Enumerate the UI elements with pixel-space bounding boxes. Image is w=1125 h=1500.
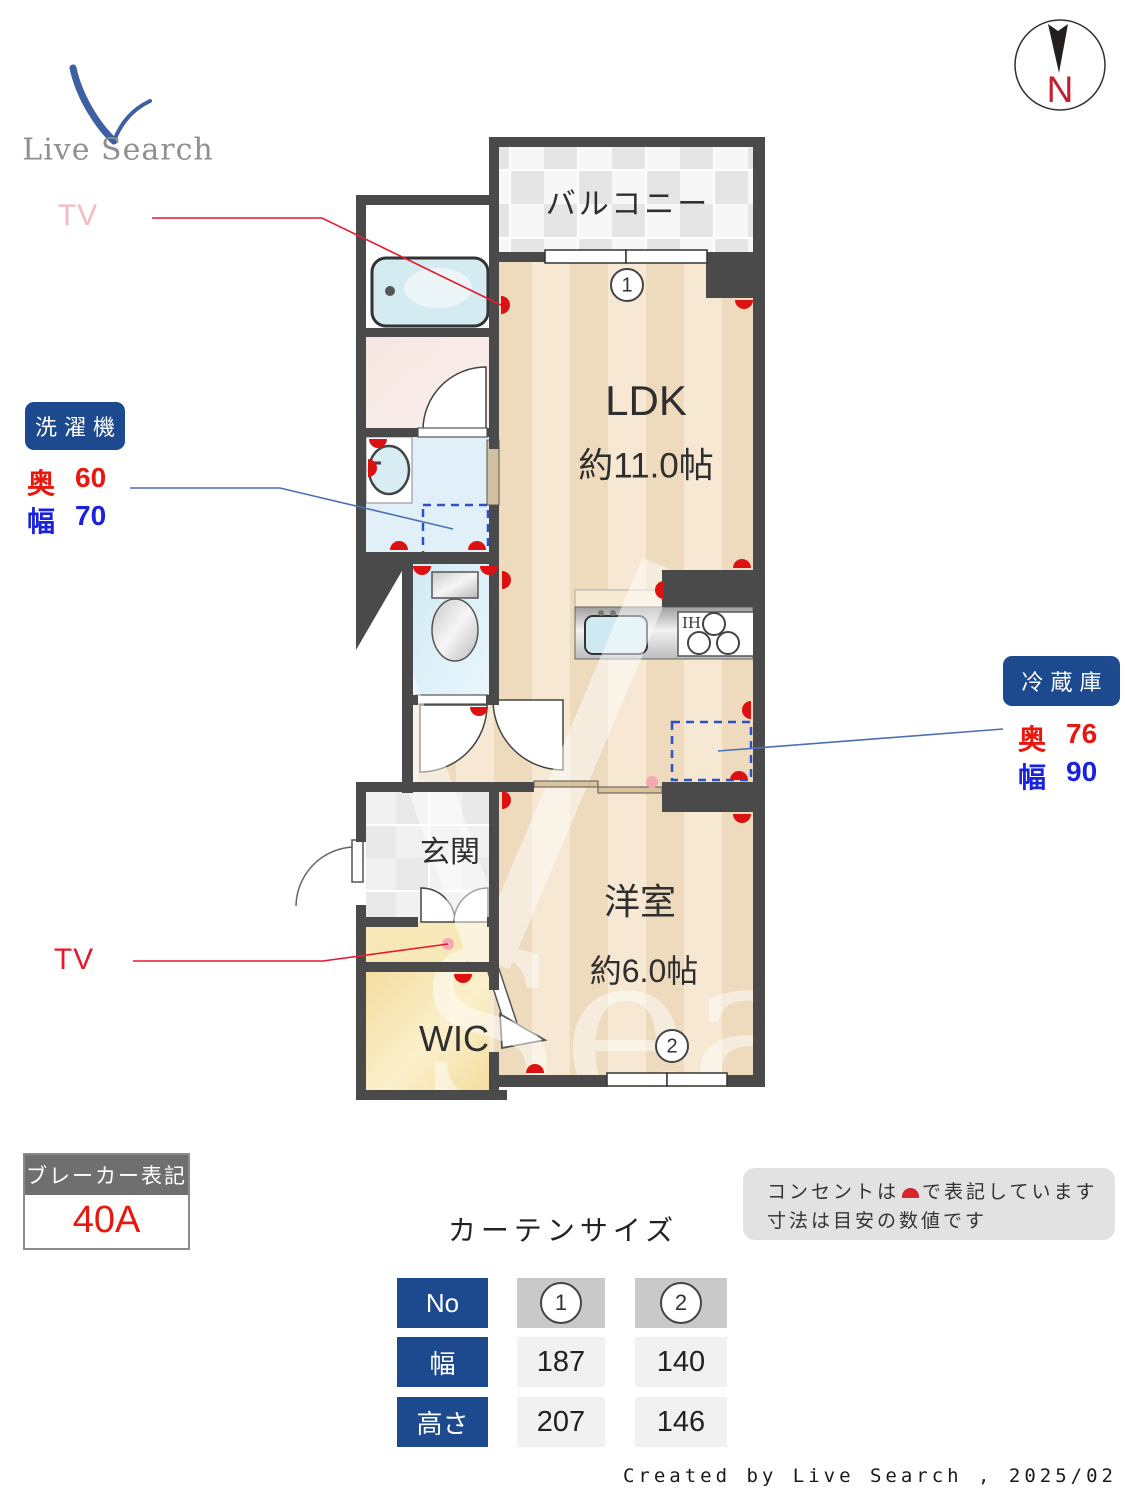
logo-text: Live Search (22, 132, 214, 168)
window-marker-2 (655, 1029, 689, 1063)
balcony-window (544, 249, 627, 264)
faucet-dot (598, 610, 604, 616)
balcony-floor (495, 143, 757, 255)
room-label-entrance: 玄関 (420, 836, 480, 869)
washer-width-label: 幅 (27, 506, 56, 537)
curtain-height-2: 146 (635, 1397, 727, 1447)
bedroom-window (606, 1072, 668, 1087)
washer-depth-value: 60 (75, 462, 107, 493)
room-label-ldk-size: 約11.0帖 (578, 446, 714, 486)
compass-north-label: N (1046, 69, 1074, 110)
wic-door-triangle (499, 1012, 548, 1050)
washer-depth-label: 奥 (27, 468, 56, 499)
bathtub-highlight (404, 268, 472, 308)
curtain-row-height-header: 高さ (397, 1397, 488, 1447)
room-label-wic: WIC (419, 1018, 489, 1059)
outlet-symbol-icon (902, 1188, 920, 1198)
ih-burner (702, 612, 726, 636)
washer-width-value: 70 (75, 500, 107, 531)
fridge-dashed-box (670, 720, 753, 782)
curtain-col1-header: 1 (517, 1278, 605, 1328)
window-marker-2-label: 2 (666, 1035, 678, 1058)
wic-floor (366, 967, 489, 1095)
legend-note-line1: コンセントはで表記しています (767, 1182, 1098, 1203)
ih-stove-label: IH (682, 614, 702, 632)
breaker-box: ブレーカー表記 40A (23, 1153, 190, 1250)
breaker-title: ブレーカー表記 (25, 1155, 188, 1195)
outlet-markers (368, 296, 753, 1073)
bathtub-drain (385, 286, 395, 296)
curtain-col2-header: 2 (635, 1278, 727, 1328)
curtain-col2-number: 2 (660, 1282, 702, 1324)
faded-outlet-dot (646, 776, 658, 788)
window-marker-1 (610, 268, 644, 302)
fridge-width-value: 90 (1066, 756, 1098, 787)
fridge-width-row: 幅 90 (1018, 756, 1097, 796)
washer-leader-line (130, 487, 454, 530)
legend-note-line2: 寸法は目安の数値です (767, 1211, 988, 1232)
toilet-tank (431, 571, 479, 599)
windows (544, 249, 728, 1087)
fridge-depth-label: 奥 (1018, 724, 1047, 755)
tv-label-bottom: TV (53, 943, 95, 976)
washer-title-badge: 洗濯機 (25, 402, 125, 450)
logo-checkmark-icon (69, 64, 152, 145)
front-door-panel (351, 839, 364, 883)
room-label-western-room: 洋室 (603, 881, 677, 922)
faucet-dot (610, 610, 616, 616)
tv-top-line (152, 217, 502, 306)
room-label-ldk: LDK (605, 377, 687, 424)
svg-text:Sea: Sea (415, 905, 818, 1156)
curtain-width-1: 187 (517, 1337, 605, 1387)
front-door-swing (295, 846, 354, 907)
breaker-value: 40A (72, 1199, 141, 1241)
fridge-depth-value: 76 (1066, 718, 1098, 749)
washroom-sliding-door (486, 439, 500, 506)
compass-icon (1014, 19, 1106, 111)
fridge-depth-row: 奥 76 (1018, 718, 1097, 758)
tv-bottom-line (133, 943, 449, 962)
curtain-col1-number: 1 (540, 1282, 582, 1324)
tv-label-top: TV (57, 199, 99, 232)
washer-dashed-box (421, 503, 490, 560)
bedroom-window (666, 1072, 728, 1087)
washer-width-row: 幅 70 (27, 500, 106, 540)
room-divider-sliding-door (533, 780, 663, 794)
fridge-leader-line (717, 728, 1004, 752)
ih-burner (716, 631, 740, 655)
window-marker-1-label: 1 (621, 274, 633, 297)
walls (356, 137, 765, 1100)
curtain-row-width-header: 幅 (397, 1337, 488, 1387)
ih-burner (687, 631, 711, 655)
legend-note-box: コンセントはで表記しています 寸法は目安の数値です (743, 1168, 1115, 1240)
washer-depth-row: 奥 60 (27, 462, 106, 502)
curtain-row-no-header: No (397, 1278, 488, 1328)
fridge-title-badge: 冷蔵庫 (1003, 656, 1120, 706)
curtain-width-2: 140 (635, 1337, 727, 1387)
footer-credit: Created by Live Search , 2025/02 (622, 1465, 1117, 1487)
room-label-western-room-size: 約6.0帖 (589, 953, 699, 989)
toilet-bowl (431, 598, 479, 662)
toilet-door-sill (415, 694, 489, 705)
powder-room-door-sill (417, 427, 488, 438)
balcony-window (625, 249, 708, 264)
curtain-height-1: 207 (517, 1397, 605, 1447)
fridge-width-label: 幅 (1018, 762, 1047, 793)
curtain-table-title: カーテンサイズ (447, 1215, 679, 1246)
room-label-balcony: バルコニー (545, 188, 711, 221)
